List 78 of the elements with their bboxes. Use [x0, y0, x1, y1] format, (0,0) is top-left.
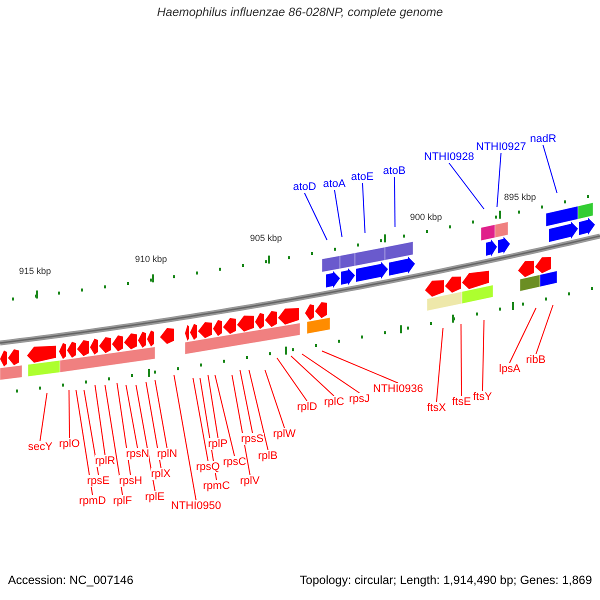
- leader-line: [126, 384, 138, 448]
- gene-label: rpsC: [223, 456, 246, 468]
- leader-line: [192, 378, 208, 462]
- leader-line: [322, 350, 398, 384]
- leader-line: [40, 392, 48, 442]
- leader-line: [482, 320, 484, 392]
- leader-line: [436, 328, 444, 402]
- leader-line: [496, 152, 502, 208]
- leader-line: [509, 308, 536, 364]
- gene-label: rplF: [113, 495, 132, 507]
- gene-label: ftsE: [452, 396, 471, 408]
- leader-line: [448, 162, 484, 210]
- gene-label: rplV: [240, 475, 260, 487]
- leader-line: [232, 374, 250, 476]
- leader-line: [276, 358, 308, 402]
- gene-label: rplC: [324, 396, 344, 408]
- gene-label: rplR: [95, 455, 116, 467]
- leader-line: [208, 374, 218, 438]
- gene-label: secY: [28, 441, 52, 453]
- leader-line: [304, 192, 328, 240]
- leader-line: [146, 382, 162, 468]
- leader-line: [536, 304, 554, 354]
- gene-label: ribB: [526, 354, 546, 366]
- gene-label: rplW: [273, 428, 296, 440]
- gene-label: rplE: [145, 491, 165, 503]
- gene-label: rpmD: [79, 495, 106, 507]
- leader-line: [362, 182, 366, 234]
- gene-label: atoB: [383, 165, 406, 177]
- gene-label: NTHI0950: [171, 500, 222, 512]
- leader-line: [248, 370, 268, 450]
- leader-line: [104, 384, 123, 496]
- gene-label: rpsJ: [349, 393, 370, 405]
- leader-line: [214, 374, 235, 456]
- gene-label: lpsA: [499, 363, 520, 375]
- gene-label: nadR: [530, 133, 556, 145]
- leader-line: [68, 390, 70, 438]
- scale-label: 910 kbp: [135, 253, 168, 265]
- gene-label: rpsQ: [196, 461, 220, 473]
- accession-text: Accession: NC_007146: [8, 574, 134, 586]
- gene-label: rplN: [157, 448, 178, 460]
- leader-line: [542, 144, 558, 194]
- scale-label: 915 kbp: [19, 265, 52, 277]
- scale-label: 900 kbp: [410, 211, 442, 223]
- gene-label: rpsH: [119, 475, 142, 487]
- gene-label: atoD: [293, 181, 316, 193]
- gene-label: rpsN: [126, 448, 150, 460]
- gene-label: atoA: [323, 178, 346, 190]
- leader-line: [334, 190, 342, 238]
- leader-line: [290, 356, 334, 396]
- gene-label: rpmC: [203, 480, 230, 492]
- gene-label: ftsX: [427, 402, 446, 414]
- gene-label: rplX: [151, 468, 171, 480]
- leader-line: [240, 370, 253, 434]
- leader-line: [174, 374, 196, 500]
- genome-summary-text: Topology: circular; Length: 1,914,490 bp; Genes: 1,869: [300, 574, 592, 586]
- gene-label: rplB: [258, 450, 278, 462]
- leader-line: [76, 390, 93, 496]
- gene-label: rplO: [59, 438, 80, 450]
- scale-label: 905 kbp: [250, 232, 282, 244]
- gene-label: rplP: [208, 438, 228, 450]
- leader-line: [116, 382, 131, 476]
- leader-line: [94, 384, 106, 456]
- gene-label: rplD: [297, 401, 318, 413]
- leader-line: [460, 324, 462, 396]
- leader-line: [154, 380, 168, 448]
- leader-line: [84, 390, 99, 476]
- leader-line: [264, 370, 285, 428]
- gene-label: rpsE: [87, 475, 110, 487]
- gene-label: NTHI0927: [476, 141, 526, 153]
- gene-label: rpsS: [241, 433, 264, 445]
- leader-line: [200, 378, 217, 480]
- gene-label: ftsY: [473, 391, 492, 403]
- gene-label: NTHI0928: [424, 151, 474, 163]
- gene-label: NTHI0936: [373, 383, 424, 395]
- leader-line: [302, 354, 360, 394]
- gene-label: atoE: [351, 171, 374, 183]
- leader-line: [394, 176, 396, 228]
- scale-label: 895 kbp: [504, 191, 536, 203]
